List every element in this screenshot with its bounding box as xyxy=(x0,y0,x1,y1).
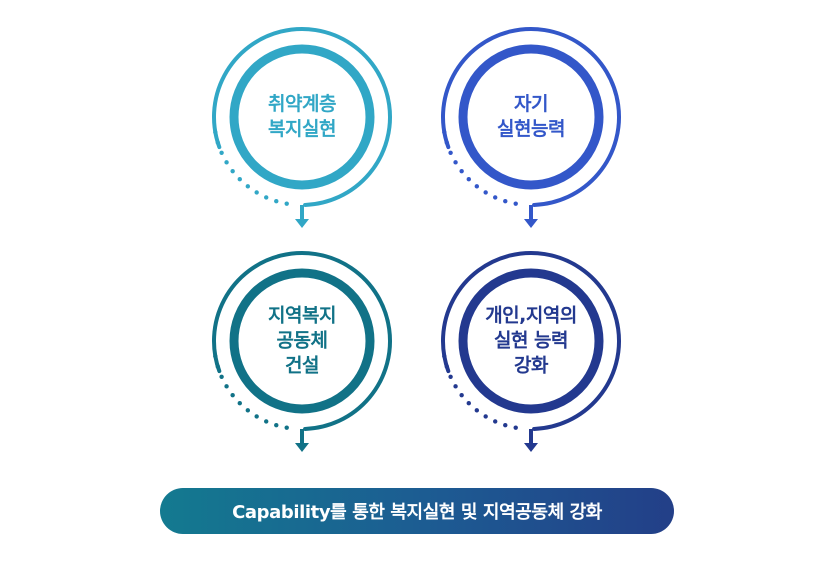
node-arrow-head xyxy=(295,443,309,452)
node-vulnerable-welfare xyxy=(212,27,392,228)
node-inner-ring xyxy=(458,268,604,414)
node-dot xyxy=(513,201,518,206)
node-dot xyxy=(245,408,251,413)
node-individual-regional xyxy=(441,251,621,452)
summary-banner: Capability를 통한 복지실현 및 지역공동체 강화 xyxy=(160,488,674,534)
node-dot xyxy=(215,140,221,145)
node-dot xyxy=(503,198,508,204)
node-dot xyxy=(219,150,224,155)
node-dot xyxy=(448,150,453,155)
node-dot xyxy=(474,184,480,189)
summary-banner-text: Capability를 통한 복지실현 및 지역공동체 강화 xyxy=(232,502,602,523)
node-dot xyxy=(219,374,224,379)
node-dot xyxy=(224,160,229,165)
node-dot xyxy=(230,168,235,174)
node-dot xyxy=(503,422,508,428)
node-dot xyxy=(448,374,453,379)
node-dot xyxy=(237,401,242,406)
node-dot xyxy=(284,425,289,430)
node-dot xyxy=(254,190,259,195)
node-outer-arc xyxy=(441,27,621,207)
node-dot xyxy=(264,419,269,424)
node-dot xyxy=(466,401,471,406)
node-dot xyxy=(483,414,488,419)
node-dot xyxy=(274,422,279,428)
node-dotted-arc xyxy=(442,130,518,206)
node-dot xyxy=(442,354,447,359)
node-dot xyxy=(453,384,458,389)
node-outer-arc xyxy=(441,251,621,431)
node-arrow-head xyxy=(524,443,538,452)
node-label-vulnerable-welfare: 취약계층 복지실현 xyxy=(268,93,336,140)
node-arrow-head xyxy=(295,219,309,228)
node-dot xyxy=(230,392,235,398)
node-dot xyxy=(513,425,518,430)
node-arrow-head xyxy=(524,219,538,228)
node-dot xyxy=(442,130,447,135)
node-dot xyxy=(483,190,488,195)
node-dot xyxy=(466,177,471,182)
node-inner-ring xyxy=(229,268,375,414)
node-dot xyxy=(453,160,458,165)
node-dot xyxy=(493,195,498,200)
node-dot xyxy=(444,364,450,369)
node-label-community-building: 지역복지 공동체 건설 xyxy=(268,304,336,377)
node-label-self-realization: 자기 실현능력 xyxy=(497,93,565,140)
node-dot xyxy=(224,384,229,389)
node-dot xyxy=(474,408,480,413)
node-dot xyxy=(213,130,218,135)
node-dot xyxy=(213,354,218,359)
node-self-realization xyxy=(441,27,621,228)
node-dot xyxy=(493,419,498,424)
node-outer-arc xyxy=(212,27,392,207)
node-dot xyxy=(237,177,242,182)
node-dot xyxy=(444,140,450,145)
node-dot xyxy=(459,168,464,174)
node-outer-arc xyxy=(212,251,392,431)
node-dot xyxy=(215,364,221,369)
node-inner-ring xyxy=(458,44,604,190)
node-dotted-arc xyxy=(213,130,289,206)
node-dot xyxy=(254,414,259,419)
node-dot xyxy=(274,198,279,204)
node-dotted-arc xyxy=(213,354,289,430)
node-inner-ring xyxy=(229,44,375,190)
node-dot xyxy=(459,392,464,398)
node-dotted-arc xyxy=(442,354,518,430)
node-dot xyxy=(264,195,269,200)
node-community-building xyxy=(212,251,392,452)
node-dot xyxy=(245,184,251,189)
node-label-individual-regional: 개인,지역의 실현 능력 강화 xyxy=(485,304,577,377)
node-dot xyxy=(284,201,289,206)
